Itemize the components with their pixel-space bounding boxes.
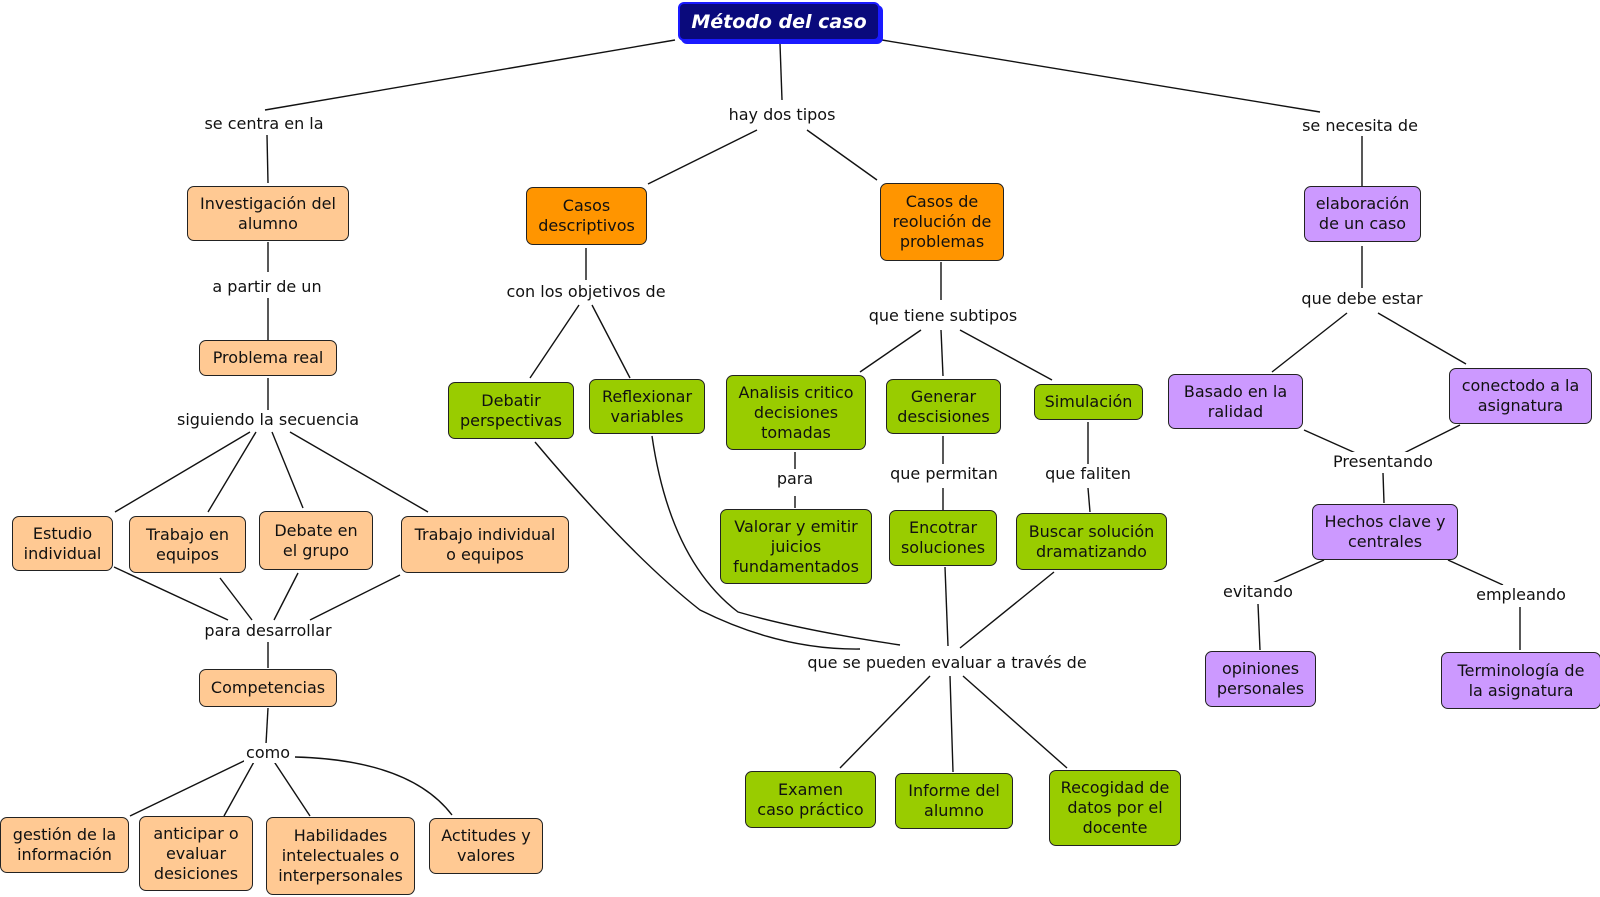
connector xyxy=(1382,472,1385,504)
connector xyxy=(881,39,1321,113)
connector xyxy=(1377,312,1467,365)
connector xyxy=(534,441,861,650)
link-evitando: evitando xyxy=(1221,582,1295,602)
connector xyxy=(273,572,299,621)
connector xyxy=(859,329,922,373)
connector xyxy=(264,39,676,111)
link-que-debe: que debe estar xyxy=(1299,289,1425,309)
connector xyxy=(949,675,954,773)
connector xyxy=(1303,429,1361,456)
connector xyxy=(779,43,783,101)
connector xyxy=(272,759,311,817)
link-hay-dos: hay dos tipos xyxy=(726,105,838,125)
connector xyxy=(309,574,401,621)
connector xyxy=(940,329,944,377)
connector xyxy=(944,566,949,647)
connector xyxy=(265,707,269,745)
connector xyxy=(1257,603,1261,651)
connector xyxy=(806,129,878,181)
link-que-faliten: que faliten xyxy=(1043,464,1133,484)
connector xyxy=(651,435,901,646)
connector xyxy=(529,304,580,379)
connector xyxy=(114,431,251,513)
connector xyxy=(1399,424,1461,456)
connector xyxy=(1267,559,1325,586)
link-se-necesita: se necesita de xyxy=(1300,116,1420,136)
link-a-partir: a partir de un xyxy=(210,277,324,297)
connector xyxy=(647,129,758,185)
competencias-node[interactable]: Competencias xyxy=(199,669,337,707)
connector xyxy=(1447,559,1504,586)
link-para: para xyxy=(774,469,816,489)
connector xyxy=(266,134,269,184)
link-se-centra: se centra en la xyxy=(202,114,326,134)
connector xyxy=(959,571,1055,649)
connector xyxy=(294,756,453,816)
connector xyxy=(223,759,256,817)
link-con-objetivos: con los objetivos de xyxy=(504,282,668,302)
connector xyxy=(271,431,304,509)
connector xyxy=(839,675,931,769)
problema-node[interactable]: Problema real xyxy=(199,340,337,376)
connector xyxy=(219,577,253,621)
connector xyxy=(591,304,631,379)
link-que-tiene: que tiene subtipos xyxy=(866,306,1020,326)
link-para-desarrollar: para desarrollar xyxy=(202,621,334,641)
simulacion-node[interactable]: Simulación xyxy=(1034,384,1143,420)
connector xyxy=(959,329,1053,381)
link-que-permitan: que permitan xyxy=(888,464,1000,484)
connector xyxy=(129,759,247,817)
connector xyxy=(962,675,1068,769)
connector xyxy=(207,431,257,513)
connector xyxy=(1087,487,1091,513)
connector xyxy=(1271,312,1348,373)
root-node[interactable]: Método del caso xyxy=(678,2,880,41)
link-presentando: Presentando xyxy=(1331,452,1435,472)
connector xyxy=(289,431,429,513)
link-empleando: empleando xyxy=(1474,585,1568,605)
connector xyxy=(113,566,229,621)
link-como: como xyxy=(244,743,292,763)
link-que-se-pueden: que se pueden evaluar a través de xyxy=(805,653,1089,673)
link-siguiendo: siguiendo la secuencia xyxy=(174,410,362,430)
